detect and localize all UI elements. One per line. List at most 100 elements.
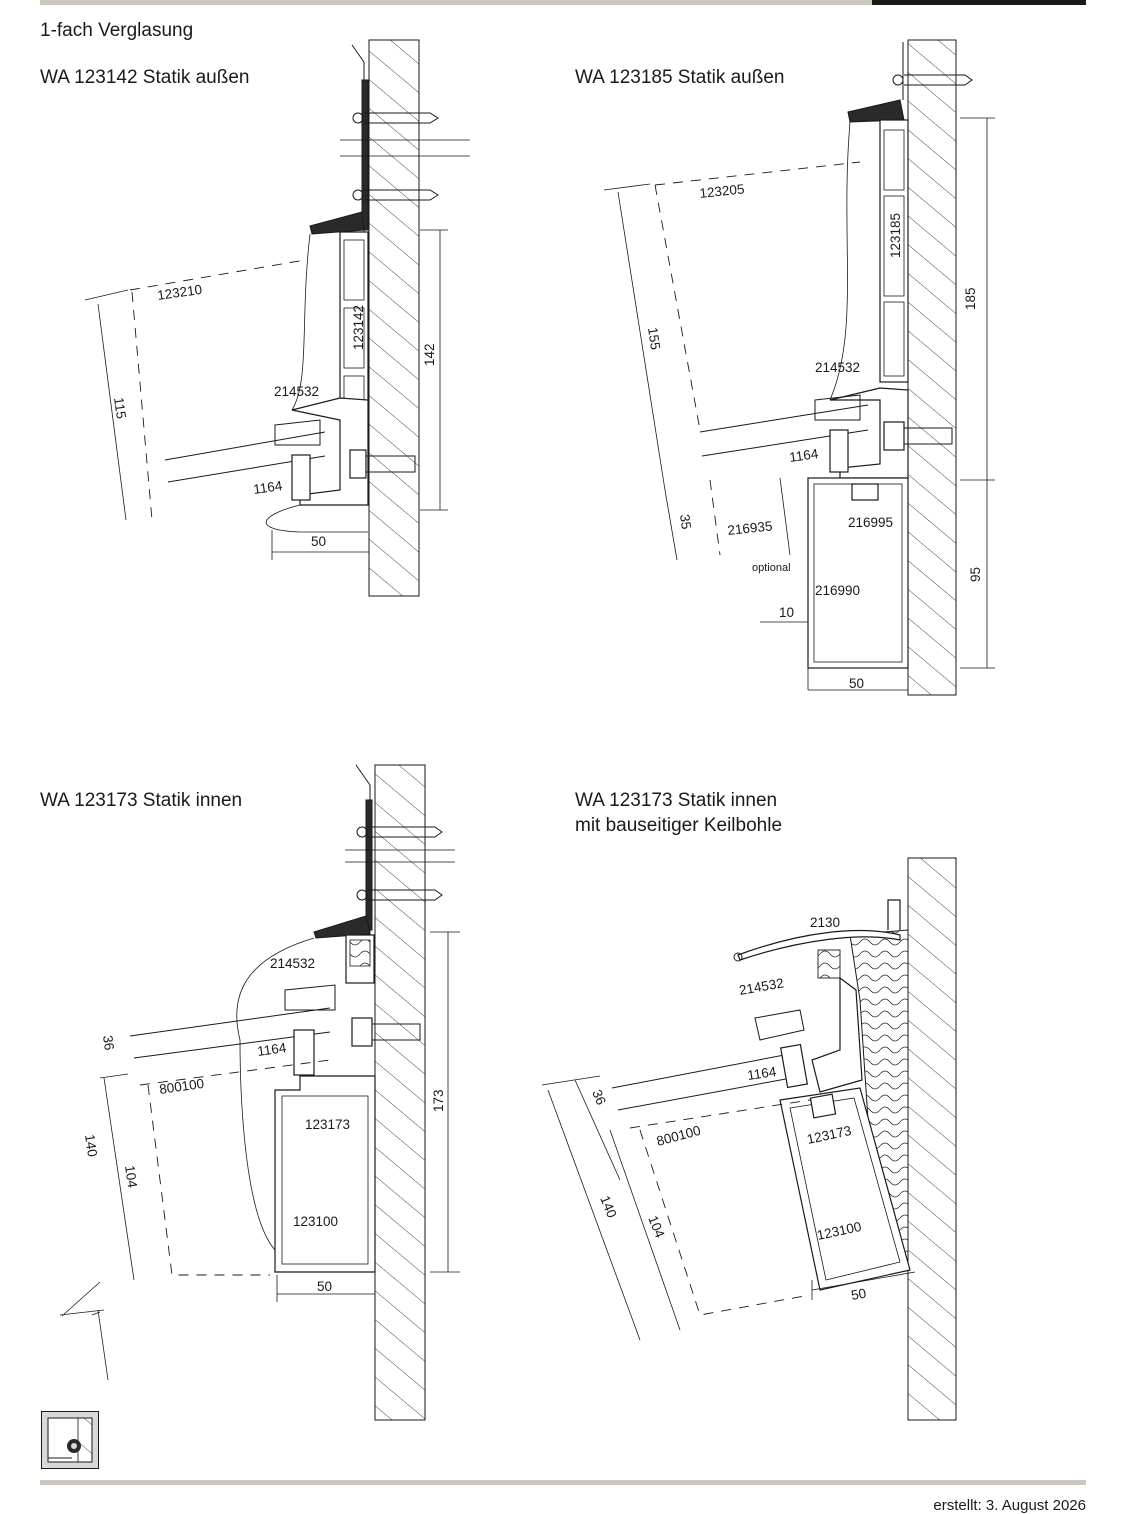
detail-4-inner-dashed	[629, 1099, 811, 1316]
detail-3-dim-50	[276, 1275, 375, 1302]
detail-4-dim-lines-left	[541, 1075, 681, 1341]
detail-3-flashing-strip	[365, 799, 373, 931]
detail-1-dim-115	[84, 289, 129, 521]
page-title: 1-fach Verglasung	[40, 20, 194, 41]
detail-1-drip-cap	[309, 211, 365, 235]
detail-4-seal-214532	[754, 1009, 805, 1041]
detail-3-break-lines	[345, 849, 455, 863]
detail-2-label-box: 216990	[815, 583, 860, 598]
detail-2-label-seal: 214532	[815, 360, 860, 375]
detail-4-label-inner: 800100	[655, 1123, 702, 1149]
detail-3-box-123100	[281, 1095, 369, 1265]
detail-3-dim-label-total: 140	[82, 1133, 100, 1157]
detail-1-dim-label-glass: 115	[111, 396, 129, 419]
detail-2-optional-edge	[779, 477, 791, 556]
detail-2-dim-label-glass: 155	[645, 326, 663, 350]
detail-4-cap-clip	[887, 899, 901, 930]
detail-2-title: WA 123185 Statik außen	[575, 67, 785, 88]
detail-1-break-lines	[340, 139, 470, 157]
detail-3-outline	[236, 937, 315, 1251]
detail-4-insulation	[817, 949, 841, 979]
detail-3-wall	[374, 764, 426, 1421]
detail-2-label-clip: 216995	[848, 515, 893, 530]
detail-1-cover-dashed-side	[131, 291, 153, 521]
detail-4-profile-123173	[779, 1087, 911, 1291]
detail-1-cover-dashed-top	[129, 259, 306, 291]
detail-2-box-216990	[807, 477, 909, 669]
detail-3-screw-lower	[356, 889, 443, 901]
detail-3-label-block: 1164	[256, 1040, 287, 1059]
detail-1-screw-upper	[352, 112, 439, 124]
detail-3-dim-lines-left	[59, 1073, 135, 1381]
top-rule-accent	[872, 0, 1086, 5]
detail-2-seal-214532	[814, 394, 861, 421]
detail-3-block-1164	[293, 1029, 315, 1076]
detail-1-dim-142	[420, 229, 448, 511]
detail-3-label-profile: 123173	[305, 1117, 350, 1132]
detail-3-title: WA 123173 Statik innen	[40, 790, 243, 811]
detail-2-dim-10-50	[760, 610, 908, 691]
detail-3-dim-label-width: 50	[317, 1279, 332, 1294]
detail-2-note-optional: optional	[752, 562, 791, 574]
detail-2-label-optional: 216935	[727, 518, 773, 538]
detail-1-title: WA 123142 Statik außen	[40, 67, 250, 88]
detail-3-label-seal: 214532	[270, 956, 315, 971]
detail-2-dim-label-gap: 10	[779, 605, 794, 620]
detail-1-outline	[291, 233, 311, 411]
detail-4-block-1164	[779, 1043, 809, 1089]
detail-2-dim-label-box: 95	[968, 567, 983, 582]
detail-2-dim-label-width: 50	[849, 676, 864, 691]
detail-4-upper-profile	[811, 976, 863, 1093]
detail-4-drawing: 2130 214532 1164 800100 123173 123100 36…	[541, 857, 957, 1421]
detail-3-dim-label-profile: 173	[431, 1089, 446, 1112]
detail-1-dim-50	[271, 530, 369, 560]
detail-3-label-inner: 800100	[158, 1076, 205, 1097]
detail-4-dim-label-total: 140	[597, 1194, 619, 1221]
detail-1-dim-label-profile: 142	[422, 343, 437, 366]
detail-2-outline	[829, 121, 851, 401]
detail-2-bolt-head	[883, 421, 905, 451]
detail-3-seal-214532	[284, 984, 336, 1011]
detail-1-block-1164	[291, 454, 311, 501]
detail-4-title-line2: mit bauseitiger Keilbohle	[575, 815, 783, 836]
detail-2-clip-216995	[851, 483, 879, 501]
detail-1-outline-base	[265, 504, 368, 533]
detail-2-label-cover: 123205	[699, 181, 745, 201]
detail-2-dim-185-95	[960, 117, 995, 669]
detail-2-label-block: 1164	[788, 446, 819, 465]
detail-3-drawing: 214532 1164 800100 123173 123100 36 140 …	[59, 764, 460, 1421]
detail-4-label-seal: 214532	[738, 975, 785, 998]
detail-2-label-profile: 123185	[888, 213, 903, 258]
detail-3-bolt	[372, 1023, 421, 1041]
detail-1-label-cover: 123210	[156, 282, 203, 303]
detail-4-glass-pane	[611, 1051, 803, 1111]
detail-4-wall	[907, 857, 957, 1421]
detail-2-dim-label-lower: 35	[677, 513, 694, 530]
detail-3-screw-upper	[356, 826, 443, 838]
detail-1-drawing: 123210 123142 214532 1164 115 142 50	[84, 39, 470, 597]
detail-3-insulation	[349, 939, 371, 967]
detail-4-dim-label-upper: 36	[589, 1088, 609, 1108]
detail-1-bolt	[366, 455, 416, 473]
detail-2-dim-155-35	[603, 183, 678, 561]
mounting-legend-icon	[41, 1411, 99, 1469]
detail-4-dim-label-lower: 104	[645, 1214, 668, 1241]
detail-1-dim-label-width: 50	[311, 534, 326, 549]
detail-4-clip	[809, 1093, 837, 1119]
detail-3-bolt-head	[351, 1017, 373, 1047]
detail-4-cap-2130	[737, 929, 901, 961]
detail-1-wall	[368, 39, 420, 597]
detail-1-label-seal: 214532	[274, 384, 319, 399]
detail-4-label-cap: 2130	[810, 915, 840, 930]
detail-3-dim-label-upper: 36	[100, 1034, 117, 1051]
detail-2-optional-dashed	[709, 479, 721, 556]
detail-1-flashing-strip	[361, 79, 369, 231]
detail-3-inner-dashed-top	[139, 1059, 331, 1086]
detail-4-title-line1: WA 123173 Statik innen	[575, 790, 778, 811]
detail-1-seal-214532	[274, 419, 321, 446]
bottom-rule	[40, 1480, 1086, 1485]
top-rule	[40, 0, 1086, 5]
detail-2-cover-dashed	[654, 161, 861, 431]
detail-4-dim-50	[811, 1271, 916, 1300]
